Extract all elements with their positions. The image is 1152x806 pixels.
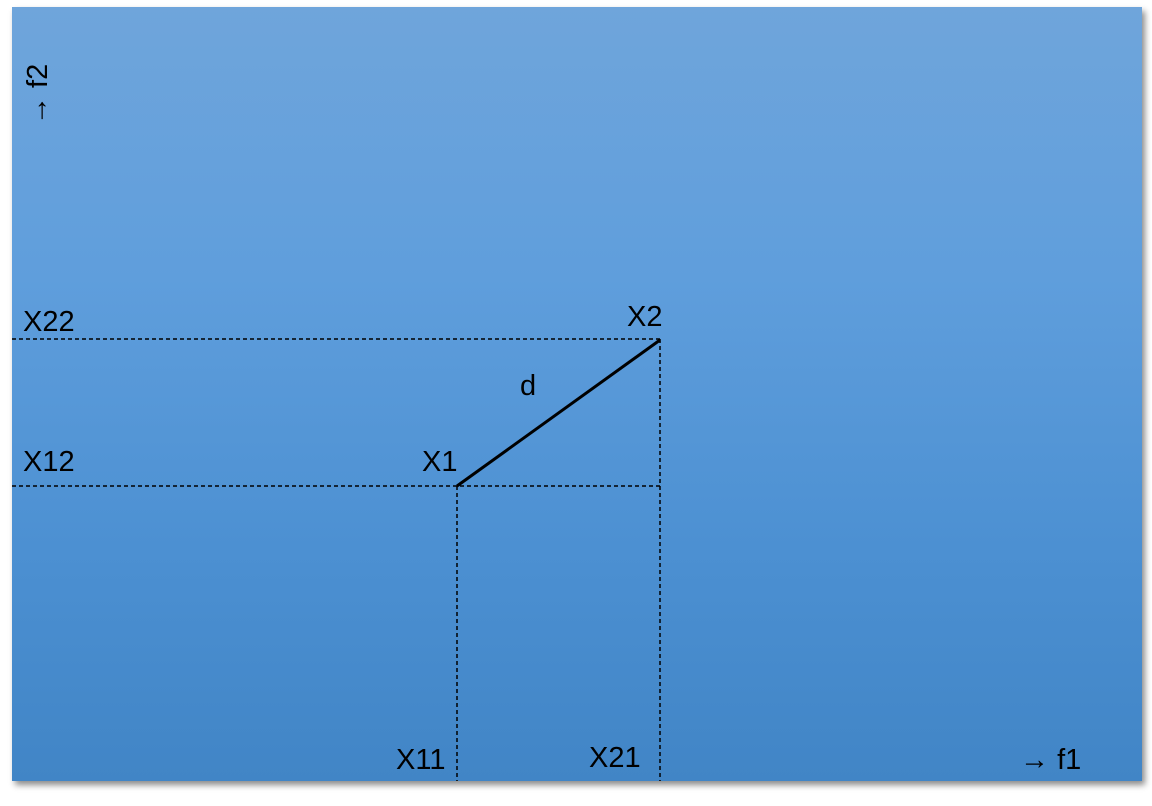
arrow-right-icon: →: [1020, 744, 1049, 776]
coord-x12-label: X12: [23, 446, 75, 478]
coord-x22-label: X22: [23, 306, 75, 338]
axis-f1-text: f1: [1057, 744, 1082, 776]
coord-x11-label: X11: [396, 744, 446, 776]
distance-label: d: [520, 370, 537, 402]
axis-f2-text: f2: [22, 63, 54, 88]
axis-f2-label: → f2: [22, 63, 54, 125]
point-x1-label: X1: [422, 446, 458, 478]
coord-x21-label: X21: [589, 742, 641, 774]
distance-segment: [456, 338, 661, 488]
point-x2-label: X2: [627, 301, 663, 333]
arrow-up-icon: →: [22, 96, 54, 125]
diagram-canvas: [12, 7, 1142, 781]
axis-f1-label: → f1: [1020, 746, 1081, 775]
